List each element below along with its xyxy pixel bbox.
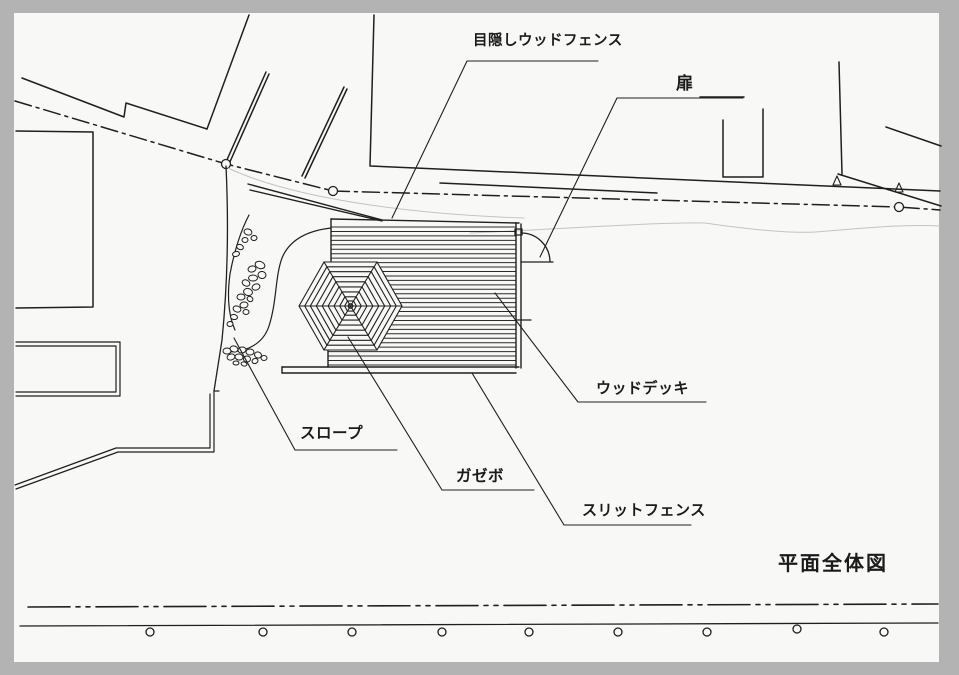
drawing-title: 平面全体図 <box>778 553 888 575</box>
leader-wood-deck <box>494 292 707 403</box>
leader-gazebo <box>347 336 535 491</box>
bottom-road-edge <box>19 622 939 627</box>
slope-stone-paving <box>222 228 268 367</box>
leader-privacy-fence <box>391 60 599 219</box>
boundary-triangle-marks <box>832 175 904 193</box>
gazebo-hexagon <box>298 261 403 351</box>
bottom-road-centerline <box>27 603 939 608</box>
leader-slope <box>233 337 398 451</box>
bottom-road <box>19 603 939 637</box>
paper-sheet <box>14 13 939 662</box>
retaining-step <box>14 390 220 490</box>
leader-gate <box>539 97 744 258</box>
label-slit-fence: スリットフェンス <box>582 502 706 519</box>
planter-wall <box>15 341 121 397</box>
faint-contour-lines <box>227 167 941 234</box>
label-gazebo: ガゼボ <box>456 468 505 485</box>
west-boundary-line <box>213 165 229 392</box>
privacy-wood-fence <box>247 183 383 222</box>
label-slope: スロープ <box>300 425 364 442</box>
deck-outline <box>327 218 522 369</box>
slit-fence-bar <box>281 366 520 374</box>
label-gate: 扉 <box>676 74 693 93</box>
leader-slit-fence <box>471 372 692 526</box>
road-centerline <box>14 100 941 213</box>
bottom-road-markers <box>145 624 889 637</box>
site-boundary-lines <box>21 14 942 207</box>
gate-door-arc <box>514 228 554 321</box>
leader-lines <box>233 60 744 526</box>
building-outline <box>15 130 94 309</box>
label-privacy-wood-fence: 目隠しウッドフェンス <box>473 33 623 49</box>
label-wood-deck: ウッドデッキ <box>596 380 690 397</box>
